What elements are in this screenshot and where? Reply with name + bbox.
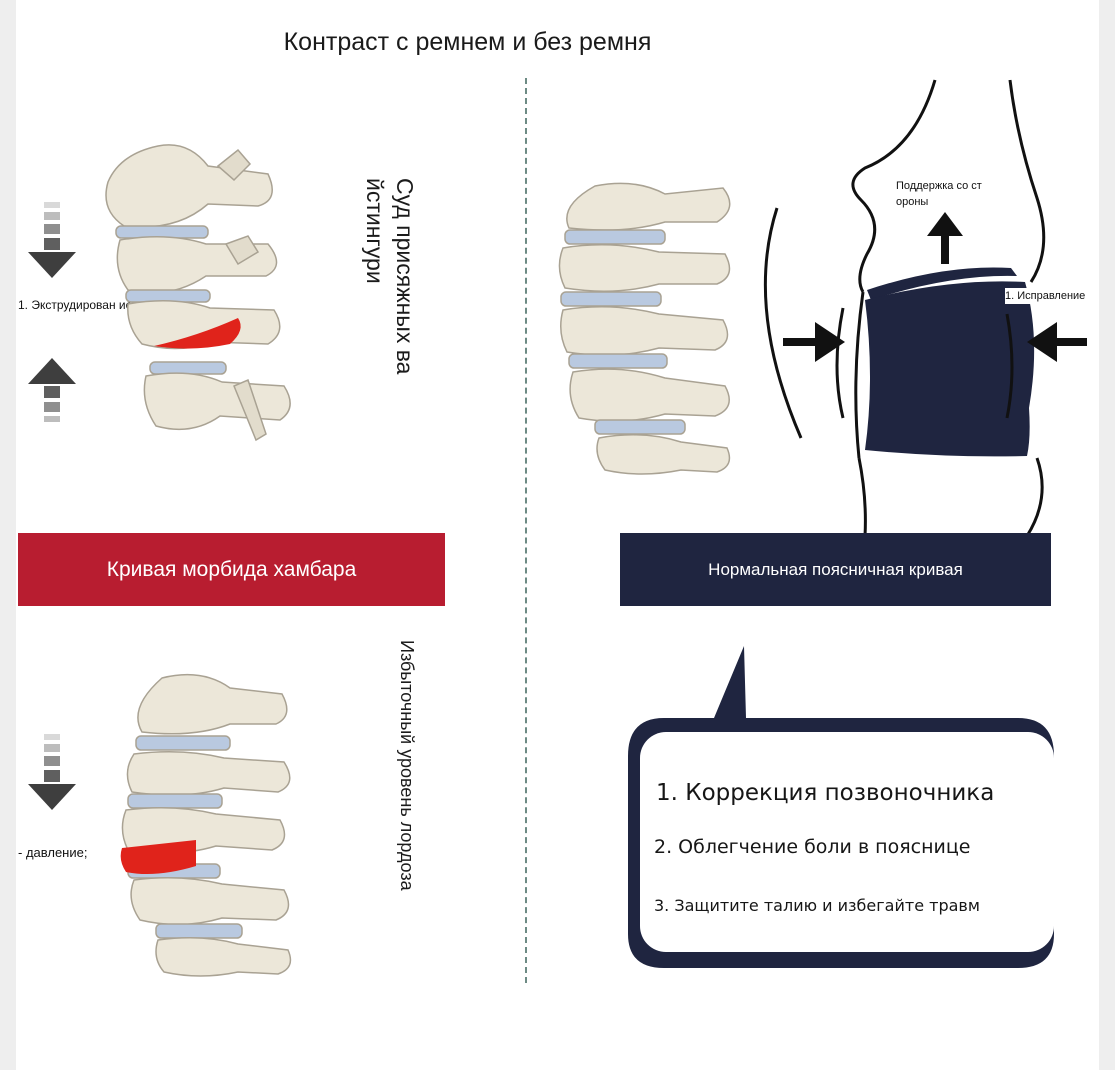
arrow-up-icon [28,358,76,422]
vertical-label-bottom: Избыточный уровень лордоза [397,640,417,891]
pressure-arrow-bottom [28,734,76,810]
page-edge-left [0,0,16,1070]
arrow-right-icon [783,322,845,362]
page-title: Контраст с ремнем и без ремня [283,28,652,56]
pressure-annotation: - давление; [18,845,88,860]
herniation-icon [120,840,196,874]
page-edge-right [1099,0,1115,1070]
benefit-3: 3. Защитите талию и избегайте травм [654,896,980,915]
extrusion-annotation: 1. Экструдирован ие [18,298,133,312]
herniation-icon [154,318,241,349]
arrow-down-icon [28,202,76,278]
side-support-label: Поддержка со ст ороны [896,180,982,208]
spine-herniated-illustration [105,144,291,442]
speech-bubble [628,646,1054,968]
benefit-1: 1. Коррекция позвоночника [656,780,995,806]
spine-normal-illustration [558,182,731,475]
pressure-arrows-top [28,202,76,422]
center-divider [525,78,527,983]
spine-lordosis-illustration [120,673,292,977]
vertical-label-top: Суд присяжных ва йстингури [362,178,418,375]
normal-curve-band: Нормальная поясничная кривая [620,533,1051,606]
correction-label: 1. Исправление [1005,288,1097,304]
torso-belt-illustration [763,79,1087,537]
benefit-2: 2. Облегчение боли в пояснице [654,836,971,858]
morbid-curve-band: Кривая морбида хамбара [18,533,445,606]
arrow-up-icon [927,212,963,264]
arrow-left-icon [1027,322,1087,362]
belt-icon [865,281,1035,457]
arrow-down-icon [28,734,76,810]
